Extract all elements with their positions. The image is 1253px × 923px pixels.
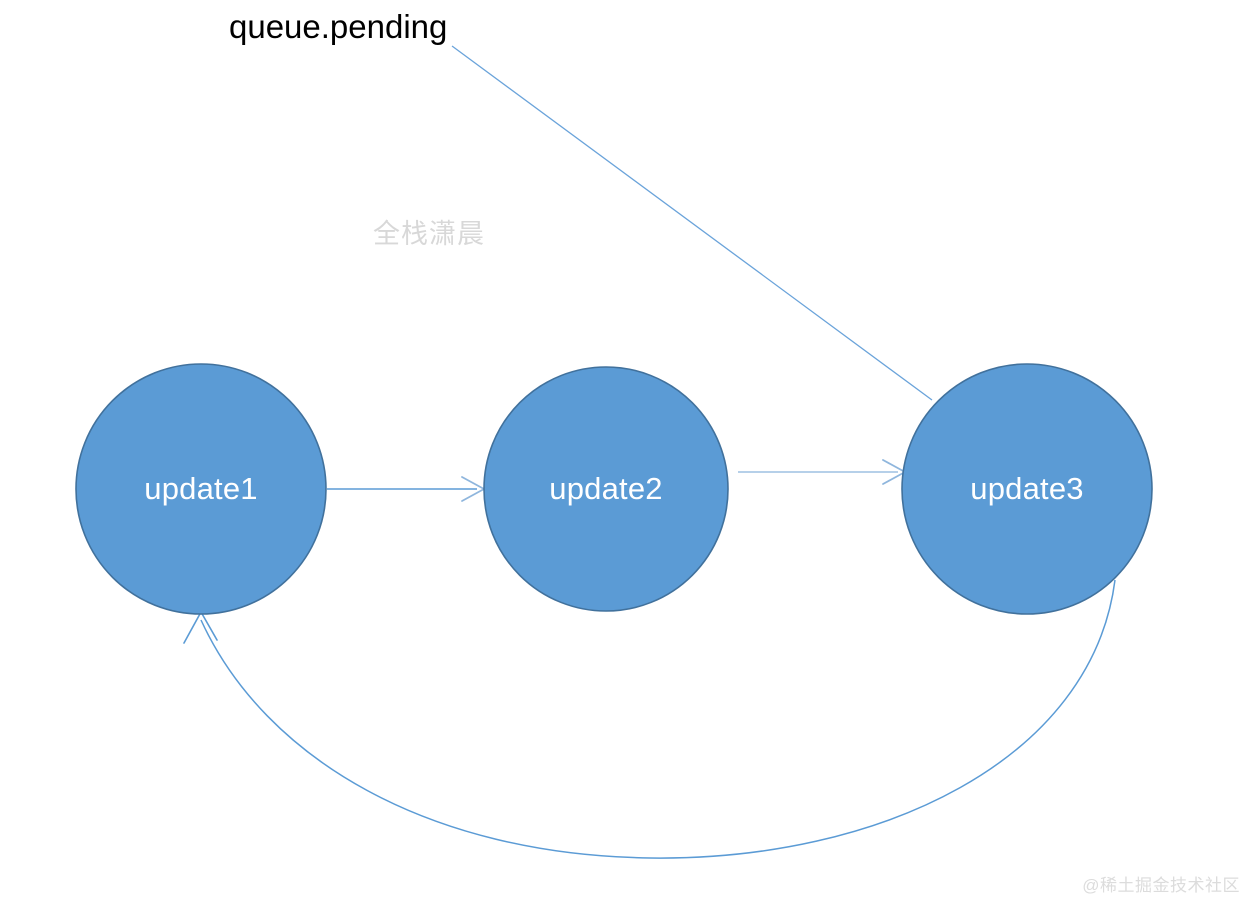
watermark-center: 全栈潇晨 <box>373 219 485 249</box>
annotation-leader-line <box>451 45 933 401</box>
node-update3[interactable]: update3 <box>901 363 1153 615</box>
queue-pending-label: queue.pending <box>229 8 447 45</box>
node-update1[interactable]: update1 <box>75 363 327 615</box>
node-update2-circle[interactable] <box>483 366 729 612</box>
node-update2-label: update2 <box>549 471 662 506</box>
edge-update2-update3 <box>738 459 906 485</box>
node-update3-label: update3 <box>970 471 1083 506</box>
edge-update3-update1 <box>183 579 1116 859</box>
queue-pending-leader <box>451 45 933 401</box>
node-update1-label: update1 <box>144 471 257 506</box>
edge-update1-update2 <box>327 476 485 502</box>
watermark-corner: @稀土掘金技术社区 <box>1082 876 1240 895</box>
edge-update3-update1-curve <box>200 579 1116 859</box>
edge-update3-update1-arrowhead <box>183 611 218 644</box>
node-update1-circle[interactable] <box>75 363 327 615</box>
node-update2[interactable]: update2 <box>483 366 729 612</box>
node-update3-circle[interactable] <box>901 363 1153 615</box>
